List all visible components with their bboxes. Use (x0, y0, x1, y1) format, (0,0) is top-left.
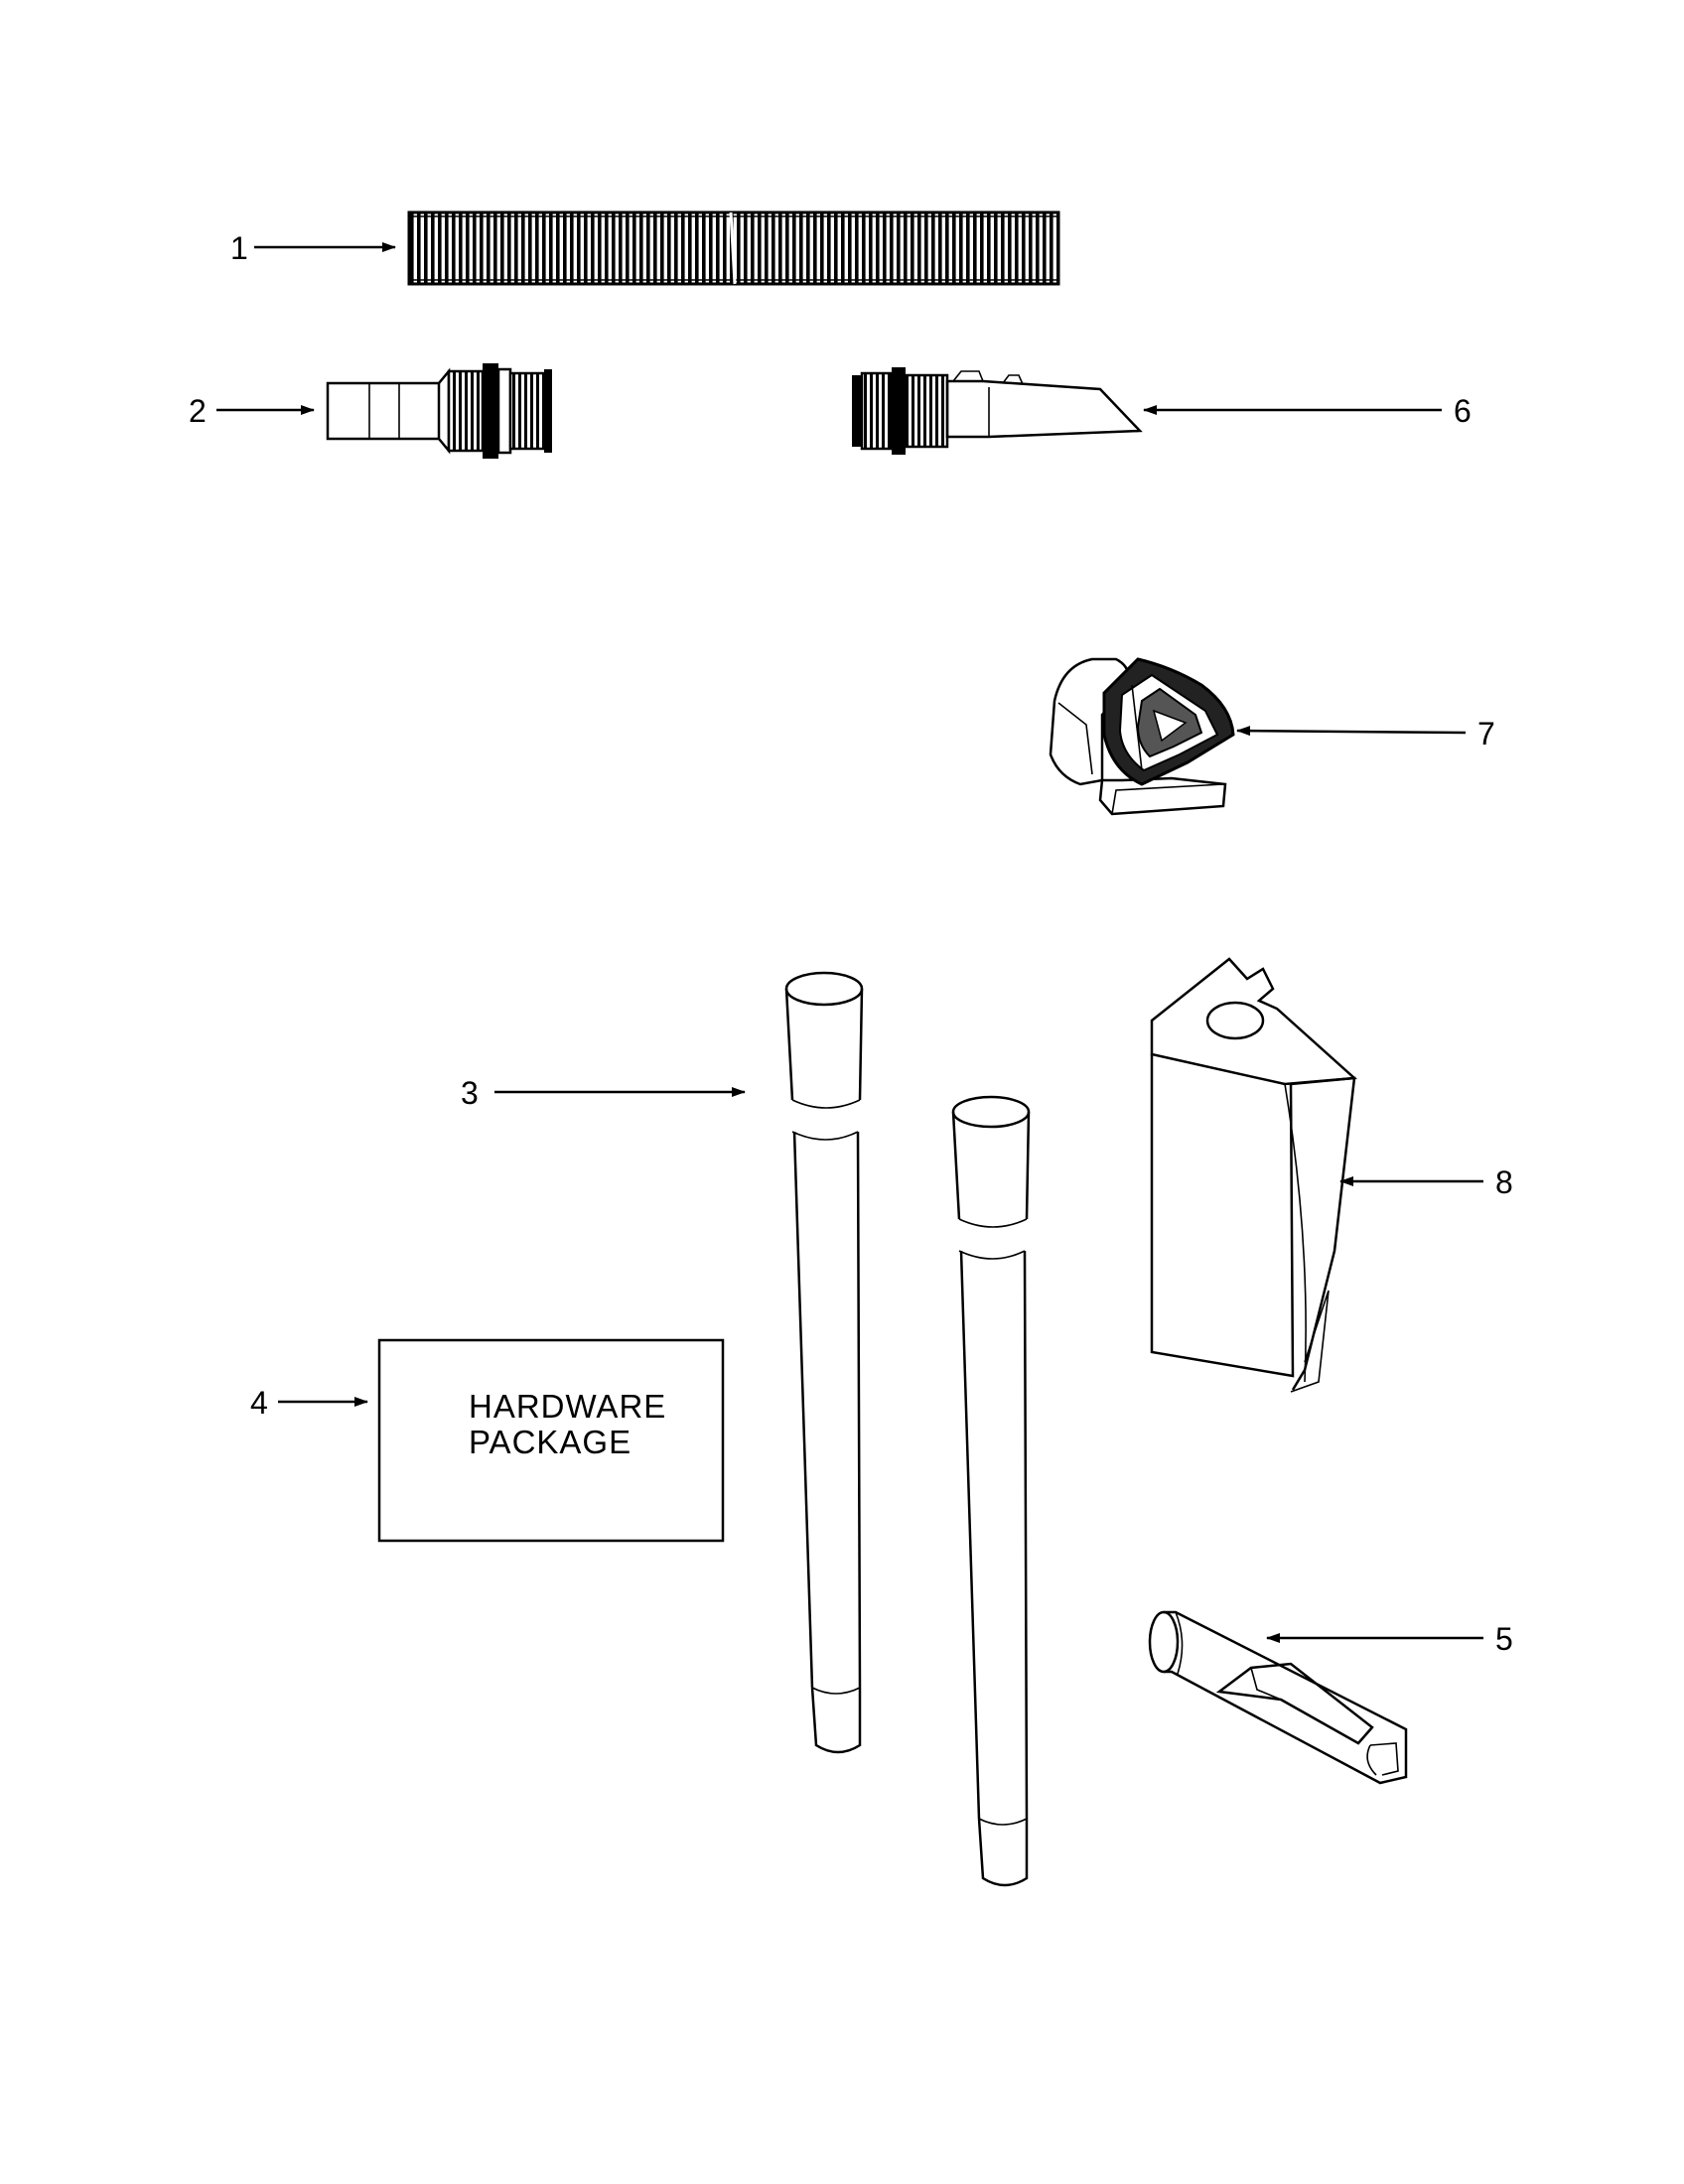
hardware-package-part: HARDWARE PACKAGE (377, 1338, 725, 1543)
callout-1: 1 (230, 230, 248, 266)
callout-7: 7 (1477, 716, 1495, 751)
callout-leaders (216, 242, 1483, 1643)
wand-left (784, 971, 864, 1754)
callout-6: 6 (1454, 393, 1472, 429)
wand-right (951, 1095, 1031, 1887)
hose-end-cuff-part (326, 363, 552, 459)
handle-nozzle-part (852, 367, 1143, 455)
callout-8: 8 (1495, 1164, 1513, 1200)
callout-labels: 1 2 3 4 5 6 7 8 (189, 230, 1513, 1657)
hardware-package-line2: PACKAGE (469, 1424, 632, 1460)
filter-bag-part (1150, 957, 1357, 1393)
crevice-tool-part (1148, 1610, 1408, 1785)
callout-5: 5 (1495, 1621, 1513, 1657)
extension-wands-part (784, 971, 1031, 1887)
callout-2: 2 (189, 393, 207, 429)
hardware-package-line1: HARDWARE (469, 1388, 666, 1425)
leader-7 (1236, 726, 1467, 737)
hose-part (407, 210, 1060, 286)
dusting-brush-part (1049, 657, 1235, 816)
callout-3: 3 (461, 1075, 479, 1111)
callout-4: 4 (250, 1385, 268, 1421)
